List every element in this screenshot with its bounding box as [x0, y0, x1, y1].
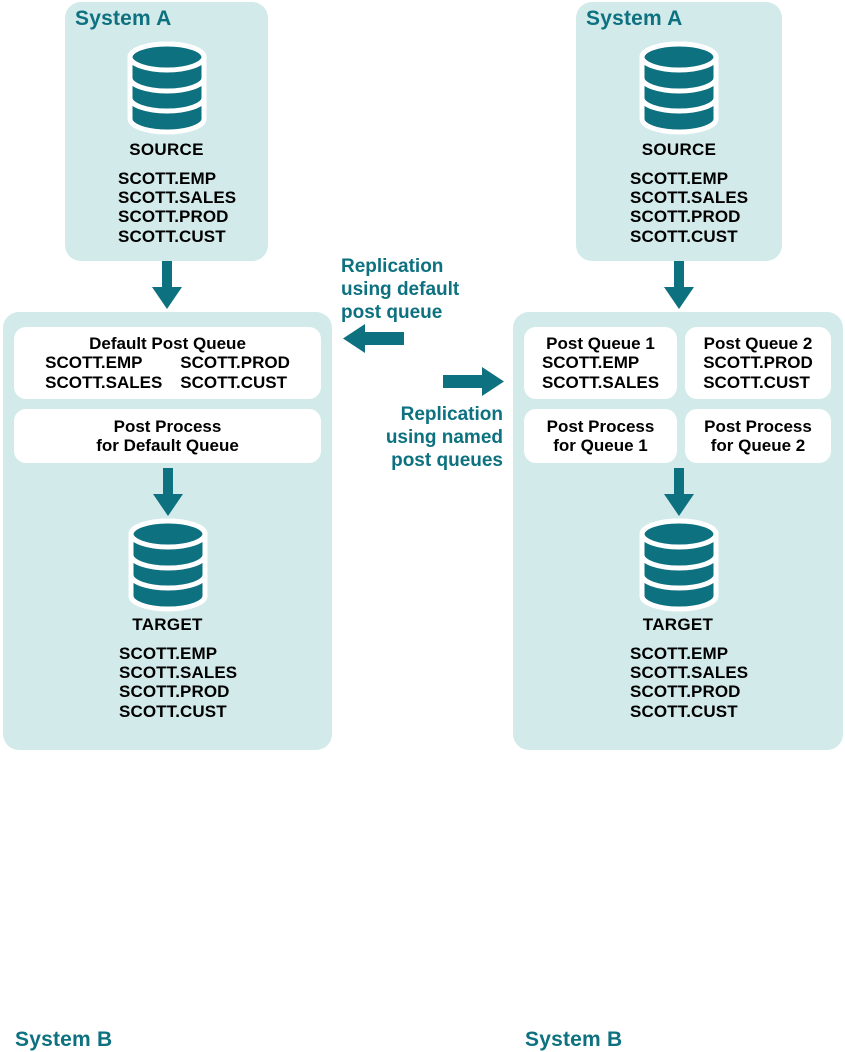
list-item: SCOTT.SALES — [119, 663, 238, 683]
left-target-table-list: SCOTT.EMP SCOTT.SALES SCOTT.PROD SCOTT.C… — [119, 644, 237, 721]
right-source-panel-title: System A — [586, 7, 683, 30]
list-item: SCOTT.EMP — [118, 169, 217, 188]
caption-line: using named — [385, 427, 503, 448]
list-item: SCOTT.SALES — [118, 188, 237, 208]
post-queue-1-box: Post Queue 1 SCOTT.EMP SCOTT.SALES — [524, 327, 677, 399]
list-item: SCOTT.CUST — [703, 372, 810, 392]
post-queue-2-header: Post Queue 2 — [703, 333, 813, 353]
post-queue-2-box: Post Queue 2 SCOTT.PROD SCOTT.CUST — [685, 327, 831, 399]
caption-replication-default: Replication using default post queue — [341, 255, 459, 324]
arrow-down-icon — [664, 468, 694, 516]
list-item: SCOTT.PROD — [119, 682, 230, 702]
queue-table-column-1: SCOTT.EMP SCOTT.SALES — [45, 353, 162, 392]
post-process-2-line-1: Post Process — [704, 416, 812, 436]
left-source-panel: System A SOURCE SCOTT.EMP SCOTT.SALES SC… — [65, 2, 268, 261]
right-target-table-list: SCOTT.EMP SCOTT.SALES SCOTT.PROD SCOTT.C… — [630, 644, 748, 721]
post-queue-1-header: Post Queue 1 — [546, 333, 655, 353]
caption-line: using default — [341, 279, 460, 300]
post-process-1-box: Post Process for Queue 1 — [524, 409, 677, 463]
caption-replication-named: Replication using named post queues — [327, 403, 503, 472]
list-item: SCOTT.SALES — [630, 188, 749, 208]
list-item: SCOTT.CUST — [630, 226, 738, 246]
arrow-down-icon — [153, 468, 183, 516]
left-source-db-label: SOURCE — [129, 140, 204, 159]
list-item: SCOTT.EMP — [630, 169, 729, 188]
arrow-right-icon — [443, 367, 504, 396]
post-process-line-2: for Default Queue — [96, 436, 239, 455]
left-target-panel: System B Default Post Queue SCOTT.EMP SC… — [3, 312, 332, 1051]
list-item: SCOTT.EMP — [45, 353, 143, 373]
caption-line: Replication — [400, 404, 503, 425]
list-item: SCOTT.SALES — [630, 663, 749, 683]
post-queue-1-tables: SCOTT.EMP SCOTT.SALES — [542, 353, 659, 392]
post-process-2-line-2: for Queue 2 — [710, 436, 806, 455]
list-item: SCOTT.CUST — [118, 226, 226, 246]
post-process-line-1: Post Process — [113, 416, 222, 436]
right-target-panel: System B Post Queue 1 SCOTT.EMP SCOTT.SA… — [513, 312, 843, 1051]
arrow-down-icon — [664, 261, 694, 309]
left-source-table-list: SCOTT.EMP SCOTT.SALES SCOTT.PROD SCOTT.C… — [118, 169, 236, 246]
list-item: SCOTT.EMP — [119, 644, 218, 663]
list-item: SCOTT.CUST — [180, 372, 288, 392]
list-item: SCOTT.PROD — [118, 207, 229, 227]
left-target-db-label: TARGET — [132, 615, 203, 634]
left-source-panel-title: System A — [75, 7, 172, 30]
database-cylinder-icon — [637, 40, 721, 136]
default-post-queue-tables: SCOTT.EMP SCOTT.SALES SCOTT.PROD SCOTT.C… — [45, 353, 290, 392]
arrow-down-icon — [152, 261, 182, 309]
right-target-db-label: TARGET — [642, 615, 714, 634]
list-item: SCOTT.PROD — [630, 207, 741, 227]
arrow-left-icon — [343, 324, 404, 353]
list-item: SCOTT.EMP — [630, 644, 729, 663]
list-item: SCOTT.CUST — [119, 701, 227, 721]
caption-line: post queue — [341, 302, 443, 323]
default-post-process-box: Post Process for Default Queue — [14, 409, 321, 463]
post-queue-2-tables: SCOTT.PROD SCOTT.CUST — [703, 353, 813, 392]
list-item: SCOTT.EMP — [541, 353, 640, 373]
default-post-queue-box: Default Post Queue SCOTT.EMP SCOTT.SALES… — [14, 327, 321, 399]
database-cylinder-icon — [126, 517, 210, 613]
post-process-2-box: Post Process for Queue 2 — [685, 409, 831, 463]
right-source-db-label: SOURCE — [641, 140, 717, 159]
right-source-panel: System A SOURCE SCOTT.EMP SCOTT.SALES SC… — [576, 2, 782, 261]
list-item: SCOTT.PROD — [630, 682, 741, 702]
right-source-table-list: SCOTT.EMP SCOTT.SALES SCOTT.PROD SCOTT.C… — [630, 169, 748, 246]
caption-line: Replication — [341, 256, 444, 277]
left-target-panel-title: System B — [15, 1028, 113, 1051]
list-item: SCOTT.SALES — [541, 372, 660, 392]
post-process-1-line-1: Post Process — [546, 416, 655, 436]
list-item: SCOTT.CUST — [630, 701, 738, 721]
queue-table-column-2: SCOTT.PROD SCOTT.CUST — [180, 353, 290, 392]
post-process-1-line-2: for Queue 1 — [553, 436, 648, 455]
database-cylinder-icon — [125, 40, 209, 136]
caption-line: post queues — [391, 450, 503, 471]
database-cylinder-icon — [637, 517, 721, 613]
default-post-queue-header: Default Post Queue — [89, 333, 246, 353]
list-item: SCOTT.SALES — [45, 372, 163, 392]
list-item: SCOTT.PROD — [703, 353, 813, 373]
right-target-panel-title: System B — [525, 1028, 623, 1051]
list-item: SCOTT.PROD — [180, 353, 290, 373]
